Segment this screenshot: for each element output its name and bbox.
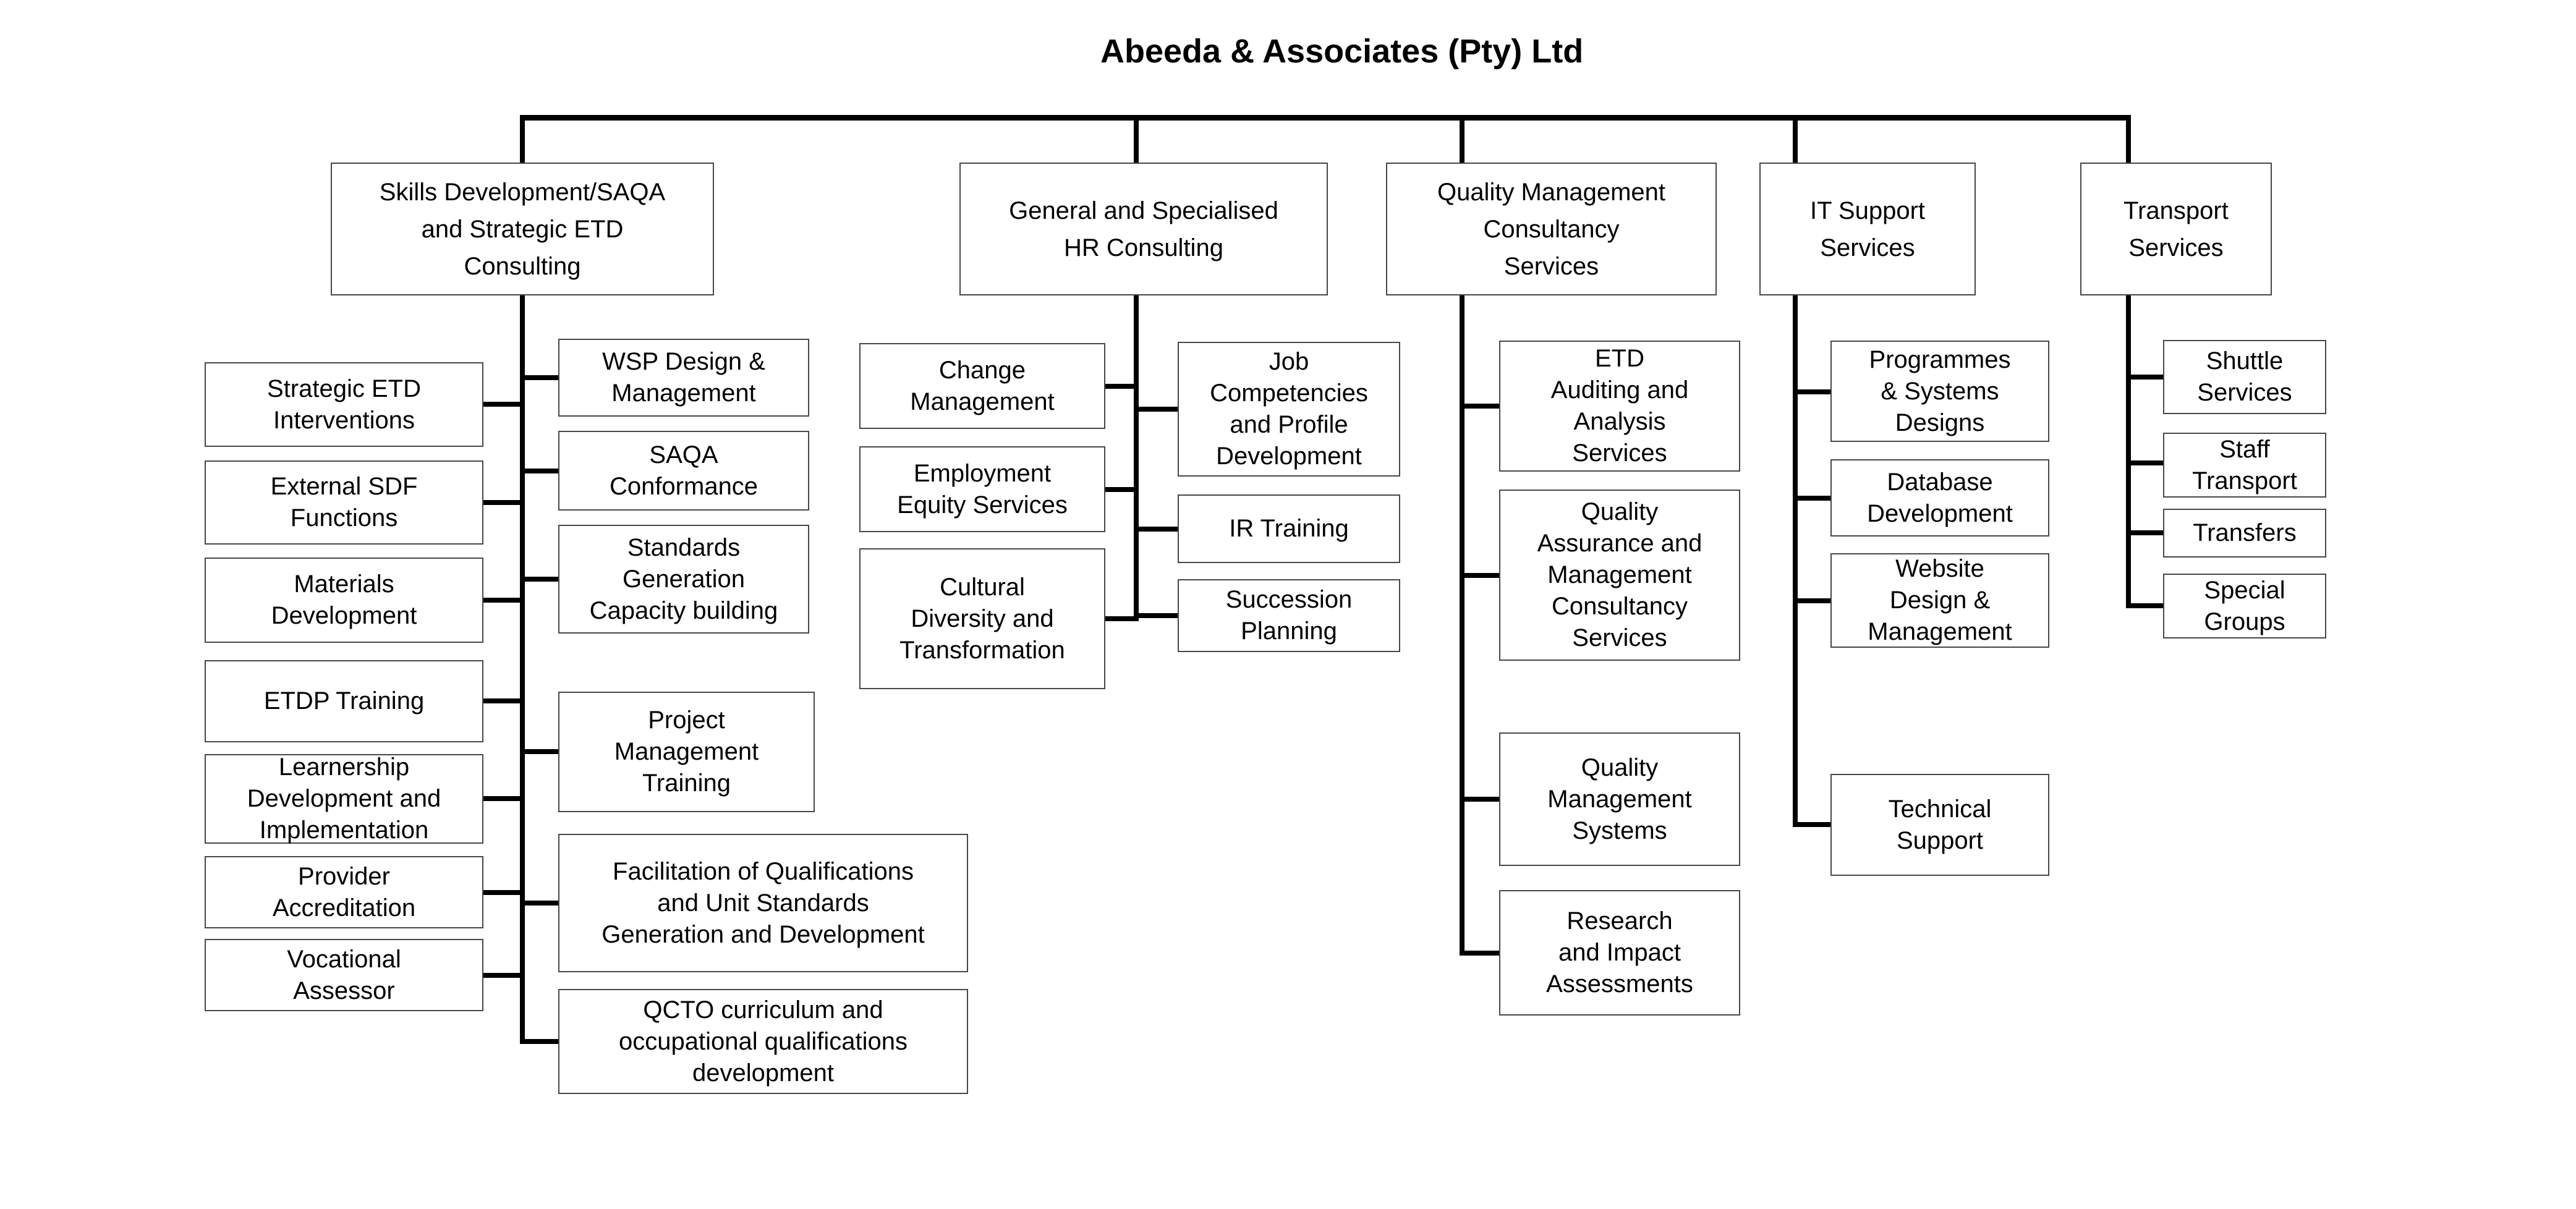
node-quality-assurance: Quality Assurance and Management Consult… bbox=[1499, 490, 1740, 661]
node-succession-planning: Succession Planning bbox=[1178, 579, 1400, 652]
node-programmes-systems: Programmes & Systems Designs bbox=[1830, 341, 2049, 442]
node-standards-generation: Standards Generation Capacity building bbox=[558, 525, 809, 634]
node-cultural-diversity: Cultural Diversity and Transformation bbox=[859, 548, 1105, 689]
node-qcto-curriculum: QCTO curriculum and occupational qualifi… bbox=[558, 989, 968, 1094]
node-change-management: Change Management bbox=[859, 343, 1105, 429]
connector-trunk-transport bbox=[2126, 295, 2131, 608]
node-saqa-conformance: SAQA Conformance bbox=[558, 431, 809, 511]
node-research-impact: Research and Impact Assessments bbox=[1499, 890, 1740, 1016]
connector-stub bbox=[1460, 573, 1499, 578]
connector-stub bbox=[483, 598, 525, 603]
connector-drop-hr bbox=[1134, 117, 1139, 163]
node-shuttle-services: Shuttle Services bbox=[2163, 340, 2326, 414]
connector-stub bbox=[1793, 496, 1830, 501]
connector-stub bbox=[483, 973, 525, 978]
node-special-groups: Special Groups bbox=[2163, 574, 2326, 638]
connector-stub bbox=[520, 577, 558, 582]
connector-stub bbox=[520, 1039, 558, 1044]
node-vocational-assessor: Vocational Assessor bbox=[205, 939, 483, 1011]
connector-stub bbox=[1134, 407, 1178, 412]
connector-stub bbox=[1105, 487, 1139, 492]
connector-stub bbox=[483, 500, 525, 505]
connector-stub bbox=[520, 901, 558, 906]
node-materials-development: Materials Development bbox=[205, 558, 483, 643]
connector-stub bbox=[2126, 603, 2163, 608]
connector-trunk-skills bbox=[520, 295, 525, 1044]
connector-stub bbox=[2126, 530, 2163, 535]
node-website-design: Website Design & Management bbox=[1830, 553, 2049, 648]
connector-stub bbox=[1460, 797, 1499, 802]
node-wsp-design-management: WSP Design & Management bbox=[558, 339, 809, 417]
node-job-competencies: Job Competencies and Profile Development bbox=[1178, 342, 1400, 477]
node-quality-management-consultancy: Quality Management Consultancy Services bbox=[1386, 163, 1717, 295]
connector-stub bbox=[520, 469, 558, 473]
node-facilitation-qualifications: Facilitation of Qualifications and Unit … bbox=[558, 834, 968, 972]
connector-top-rail bbox=[520, 115, 2131, 121]
connector-stub bbox=[483, 890, 525, 895]
connector-drop-it bbox=[1793, 117, 1798, 163]
connector-trunk-it bbox=[1793, 295, 1798, 827]
connector-trunk-hr bbox=[1134, 295, 1139, 621]
node-database-development: Database Development bbox=[1830, 459, 2049, 537]
node-etd-auditing: ETD Auditing and Analysis Services bbox=[1499, 341, 1740, 472]
node-transport: Transport Services bbox=[2080, 163, 2272, 295]
node-skills-etd-consulting: Skills Development/SAQA and Strategic ET… bbox=[331, 163, 714, 295]
connector-stub bbox=[483, 698, 525, 703]
connector-stub bbox=[2126, 460, 2163, 465]
node-hr-consulting: General and Specialised HR Consulting bbox=[959, 163, 1328, 295]
connector-drop-skills bbox=[520, 117, 525, 163]
connector-stub bbox=[1793, 598, 1830, 603]
node-transfers: Transfers bbox=[2163, 509, 2326, 558]
node-provider-accreditation: Provider Accreditation bbox=[205, 856, 483, 928]
chart-title: Abeeda & Associates (Pty) Ltd bbox=[1100, 33, 1584, 70]
node-learnership-development: Learnership Development and Implementati… bbox=[205, 753, 483, 844]
node-quality-management-systems: Quality Management Systems bbox=[1499, 732, 1740, 866]
connector-drop-quality bbox=[1460, 117, 1464, 163]
node-employment-equity: Employment Equity Services bbox=[859, 446, 1105, 532]
connector-stub bbox=[520, 375, 558, 380]
connector-stub bbox=[1105, 616, 1139, 621]
connector-stub bbox=[520, 749, 558, 754]
connector-trunk-quality bbox=[1460, 295, 1464, 956]
connector-stub bbox=[1134, 613, 1178, 618]
node-external-sdf-functions: External SDF Functions bbox=[205, 460, 483, 545]
connector-stub bbox=[1105, 384, 1139, 389]
connector-stub bbox=[1460, 951, 1499, 956]
node-project-management-training: Project Management Training bbox=[558, 692, 815, 812]
node-technical-support: Technical Support bbox=[1830, 774, 2049, 876]
connector-drop-transport bbox=[2126, 117, 2131, 163]
node-ir-training: IR Training bbox=[1178, 494, 1400, 563]
connector-stub bbox=[1134, 527, 1178, 532]
node-etdp-training: ETDP Training bbox=[205, 660, 483, 742]
connector-stub bbox=[2126, 375, 2163, 380]
connector-stub bbox=[483, 402, 525, 407]
node-it-support: IT Support Services bbox=[1759, 163, 1976, 295]
node-strategic-etd-interventions: Strategic ETD Interventions bbox=[205, 362, 483, 447]
connector-stub bbox=[1793, 389, 1830, 394]
node-staff-transport: Staff Transport bbox=[2163, 433, 2326, 498]
connector-stub bbox=[1793, 822, 1830, 827]
connector-stub bbox=[1460, 404, 1499, 409]
connector-stub bbox=[483, 796, 525, 801]
